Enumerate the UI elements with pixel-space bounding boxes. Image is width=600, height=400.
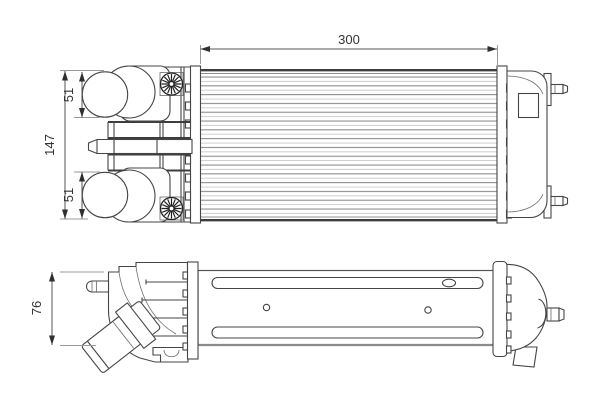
stud-pin-bottom <box>550 195 569 207</box>
core-slot-top <box>211 276 484 290</box>
outlet-pipe-angled <box>81 301 161 373</box>
stub-pipe <box>85 280 110 293</box>
tank-mid-band <box>113 138 193 155</box>
arrowhead-down <box>79 108 85 118</box>
core-end-plate-left <box>184 65 202 224</box>
core-bottom <box>197 269 495 347</box>
dimensions: 300 147 51 51 <box>29 32 498 346</box>
left-tank-bottom <box>81 261 199 373</box>
tank-end-plate-right-bottom <box>492 260 512 358</box>
fastener-top-icon <box>159 72 184 96</box>
left-tank-front <box>81 65 193 223</box>
arrowhead-left <box>200 46 210 52</box>
core-front <box>184 65 513 224</box>
arrowhead-down <box>49 335 55 345</box>
dim-label-port-bottom: 51 <box>61 188 76 202</box>
tank-detail-square <box>517 92 540 119</box>
bottom-view <box>81 260 565 373</box>
dimension-depth: 76 <box>29 271 104 346</box>
side-port-bulge <box>537 298 547 329</box>
front-view <box>81 65 569 224</box>
core-slot-bottom <box>211 326 484 339</box>
arrowhead-up <box>62 71 68 81</box>
stud-pin-side <box>546 307 565 322</box>
arrowhead-up <box>49 272 55 282</box>
right-tank-front <box>506 70 569 219</box>
tank-end-plate-left-bottom <box>182 261 199 360</box>
arrowhead-down <box>62 209 68 219</box>
dim-label-overall-height: 147 <box>42 134 57 156</box>
mounting-clip <box>87 138 115 155</box>
right-tank-bottom <box>492 260 565 368</box>
dim-label-depth: 76 <box>29 301 44 315</box>
dimension-port-top: 51 <box>61 72 100 118</box>
fastener-bottom-icon <box>159 196 184 221</box>
dimension-port-bottom: 51 <box>61 171 100 219</box>
hose-port-bottom <box>81 167 171 223</box>
arrowhead-down <box>79 209 85 219</box>
arrowhead-up <box>79 72 85 82</box>
core-hole-right <box>424 306 432 314</box>
dimension-core-width: 300 <box>200 32 498 68</box>
hose-port-top <box>81 65 171 122</box>
dim-label-core-width: 300 <box>338 32 360 47</box>
bracket-bottom-right <box>512 346 538 368</box>
core-hole-left <box>262 303 271 312</box>
dim-label-port-top: 51 <box>61 88 76 102</box>
arrowhead-up <box>79 172 85 182</box>
dimension-overall-height: 147 <box>42 70 104 220</box>
stud-pin-top <box>550 83 569 95</box>
arrowhead-right <box>487 46 497 52</box>
slot-oval-detail <box>441 278 457 288</box>
